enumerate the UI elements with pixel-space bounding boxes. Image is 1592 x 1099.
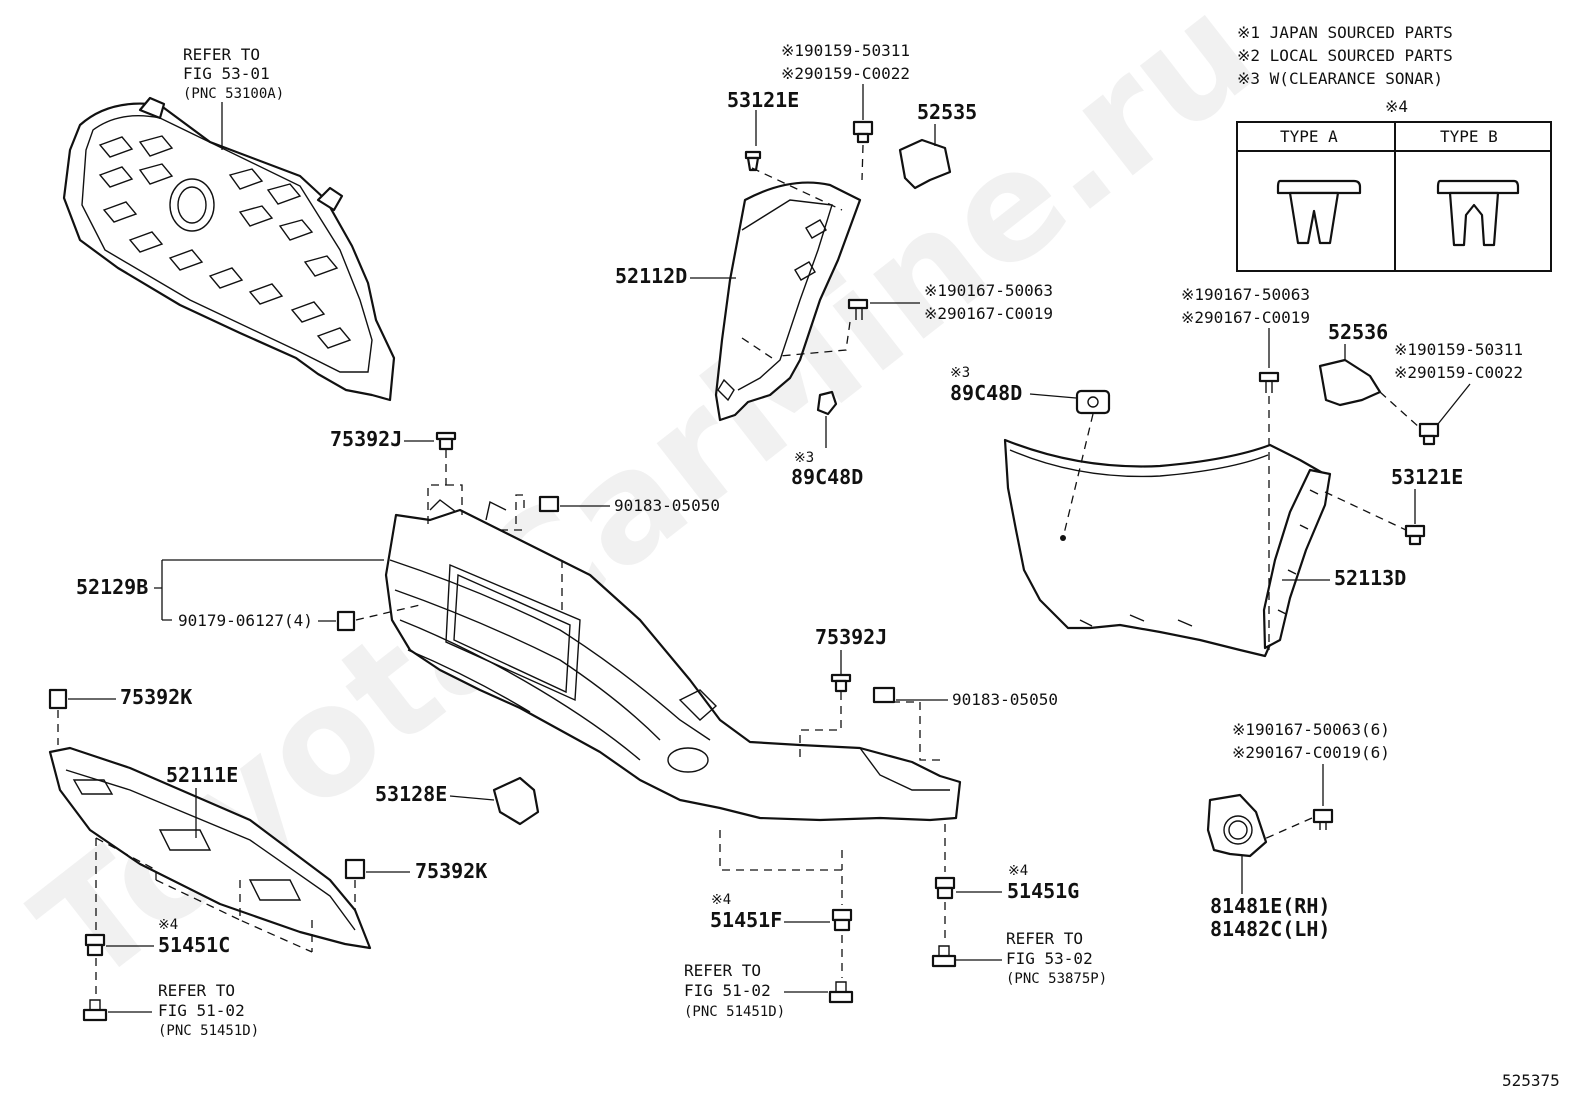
label-51451f-mark: ※4: [711, 892, 731, 908]
bolt-left-ref: [82, 999, 108, 1022]
label-75392k-bot: 75392K: [415, 859, 487, 883]
clip-51451g: [934, 876, 956, 900]
label-90159-top-1: ※190159-50311: [781, 41, 910, 60]
label-52129b: 52129B: [76, 575, 148, 599]
grille-fog-cover-53128e: [492, 776, 540, 826]
grille-part: [62, 96, 396, 402]
legend-note-1: ※1 JAPAN SOURCED PARTS: [1237, 23, 1453, 42]
right-ref-line-1: REFER TO: [1006, 929, 1083, 948]
label-89c48d-mark-a: ※3: [794, 450, 814, 466]
clip-type-b-icon: [1436, 179, 1520, 247]
label-90167-fog-2: ※290167-C0019(6): [1232, 743, 1390, 762]
label-75392j-mid: 75392J: [815, 625, 887, 649]
clip-53121e-right: [1404, 524, 1426, 546]
clip-51451c: [84, 933, 106, 957]
bumper-side-right-part: [1003, 438, 1330, 658]
right-ref-line-2: FIG 53-02: [1006, 949, 1093, 968]
bracket-52112d-part: [714, 181, 862, 422]
center-ref-line-2: FIG 51-02: [684, 981, 771, 1000]
label-75392k-top: 75392K: [120, 685, 192, 709]
label-52535: 52535: [917, 100, 977, 124]
label-90159-right-2: ※290159-C0022: [1394, 363, 1523, 382]
label-89c48d-a: 89C48D: [791, 465, 863, 489]
grille-ref-line-1: REFER TO: [183, 45, 260, 64]
front-bumper-cover-part: [384, 499, 962, 822]
label-75392j-top: 75392J: [330, 427, 402, 451]
bolt-90167-fog: [1312, 808, 1334, 830]
bracket-52536-part: [1318, 358, 1382, 407]
label-52536: 52536: [1328, 320, 1388, 344]
legend-note-2: ※2 LOCAL SOURCED PARTS: [1237, 46, 1453, 65]
bracket-52535-part: [898, 138, 952, 190]
bolt-90167-mid: [847, 298, 869, 320]
retainer-75392k-top: [48, 688, 68, 710]
bolt-right-ref: [931, 945, 957, 968]
label-52113d: 52113D: [1334, 566, 1406, 590]
nut-90179: [336, 610, 356, 632]
label-53121e-top: 53121E: [727, 88, 799, 112]
label-90159-top-2: ※290159-C0022: [781, 64, 910, 83]
retainer-75392j-top: [435, 431, 457, 451]
left-ref-line-1: REFER TO: [158, 981, 235, 1000]
center-ref-line-1: REFER TO: [684, 961, 761, 980]
label-52111e: 52111E: [166, 763, 238, 787]
label-90167-mid-2: ※290167-C0019: [924, 304, 1053, 323]
label-90183-mid: 90183-05050: [952, 690, 1058, 709]
label-90167-mid-1: ※190167-50063: [924, 281, 1053, 300]
label-90167-fog-1: ※190167-50063(6): [1232, 720, 1390, 739]
label-51451c-mark: ※4: [158, 917, 178, 933]
center-ref-line-3: (PNC 51451D): [684, 1004, 785, 1020]
retainer-75392j-mid: [830, 673, 852, 693]
label-81482c: 81482C(LH): [1210, 917, 1330, 941]
type-a-label: TYPE A: [1280, 127, 1338, 146]
label-90183-top: 90183-05050: [614, 496, 720, 515]
label-90167-right-1: ※190167-50063: [1181, 285, 1310, 304]
fog-lamp-cover-part: [1206, 793, 1268, 858]
sensor-89c48d-b: [1075, 389, 1111, 415]
type-b-label: TYPE B: [1440, 127, 1498, 146]
lower-spoiler-part: [48, 746, 372, 950]
label-90179: 90179-06127(4): [178, 611, 313, 630]
bracket-52113d-part: [1262, 468, 1332, 650]
legend: ※1 JAPAN SOURCED PARTS ※2 LOCAL SOURCED …: [1236, 23, 1552, 272]
clip-type-a-icon: [1276, 179, 1362, 245]
label-51451g: 51451G: [1007, 879, 1079, 903]
clip-51451f: [831, 908, 853, 932]
left-ref-line-2: FIG 51-02: [158, 1001, 245, 1020]
label-89c48d-mark-b: ※3: [950, 365, 970, 381]
label-90159-right-1: ※190159-50311: [1394, 340, 1523, 359]
nut-90183-mid: [872, 686, 896, 704]
grille-ref-line-3: (PNC 53100A): [183, 86, 284, 102]
right-ref-line-3: (PNC 53875P): [1006, 971, 1107, 987]
grille-reference: REFER TO FIG 53-01 (PNC 53100A): [183, 45, 284, 150]
label-90167-right-2: ※290167-C0019: [1181, 308, 1310, 327]
bolt-90159-right: [1418, 422, 1440, 446]
label-53128e: 53128E: [375, 782, 447, 806]
nut-90183-top: [538, 495, 560, 513]
legend-note-3: ※3 W(CLEARANCE SONAR): [1237, 69, 1443, 88]
label-51451c: 51451C: [158, 933, 230, 957]
clip-53121e-top: [744, 150, 762, 172]
bolt-center-ref: [828, 981, 854, 1004]
label-51451g-mark: ※4: [1008, 863, 1028, 879]
label-53121e-right: 53121E: [1391, 465, 1463, 489]
label-81481e: 81481E(RH): [1210, 894, 1330, 918]
bolt-90167-right: [1258, 371, 1280, 393]
label-89c48d-b: 89C48D: [950, 381, 1022, 405]
retainer-75392k-bot: [344, 858, 366, 880]
grille-ref-line-2: FIG 53-01: [183, 64, 270, 83]
bolt-90159-top: [852, 120, 874, 144]
left-ref-line-3: (PNC 51451D): [158, 1023, 259, 1039]
label-51451f: 51451F: [710, 908, 782, 932]
label-52112d: 52112D: [615, 264, 687, 288]
illustration-number: 525375: [1502, 1071, 1560, 1090]
legend-table-mark: ※4: [1385, 97, 1408, 116]
